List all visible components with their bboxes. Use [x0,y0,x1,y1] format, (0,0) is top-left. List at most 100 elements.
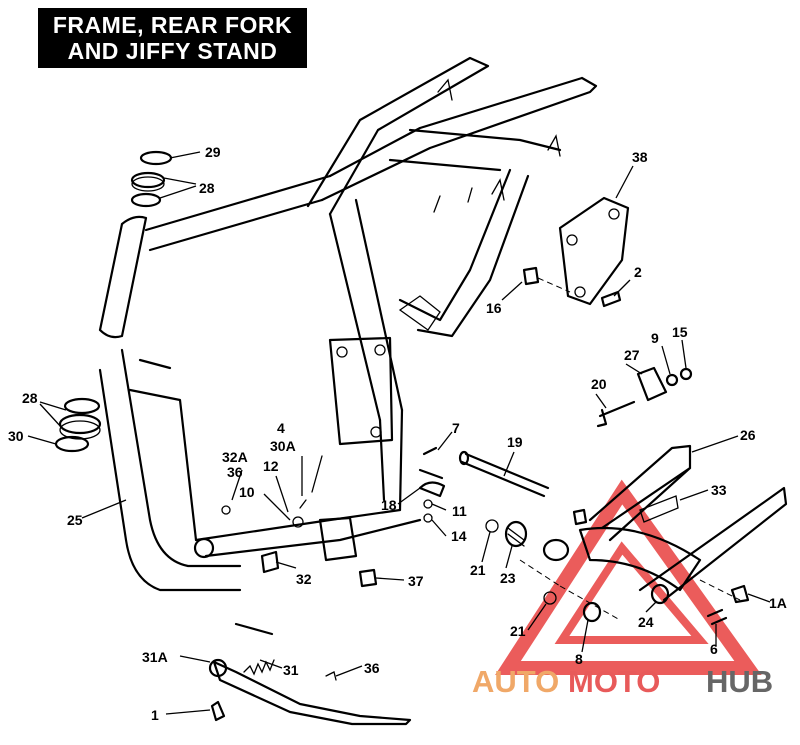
rear-down-tube [398,168,530,338]
leader-31A [179,655,211,663]
backbone-tube [144,174,332,252]
leader-16 [501,281,523,301]
leader-12 [275,475,289,513]
watermark-moto: MOTO [568,664,660,699]
callout-4: 4 [277,420,285,436]
leader-27 [625,363,643,375]
bushing-8 [582,601,602,623]
motorcycle-frame [98,56,598,592]
leader-31 [259,659,283,669]
fork-stop-block [636,366,668,402]
clip-18 [418,481,446,498]
lower-race [63,397,101,415]
callout-36-upper: 36 [227,464,243,480]
bushing-ribs [507,527,525,547]
watermark-auto: AUTO [472,664,559,699]
leader-20 [595,393,607,409]
callout-11: 11 [452,503,467,519]
screw-36 [221,505,231,515]
callout-20: 20 [591,376,607,392]
leader-26 [691,435,739,453]
leader-9 [661,345,671,375]
watermark-triangle-outer [495,479,762,675]
leader-21-upper [481,531,491,563]
callout-36-lower: 36 [364,660,380,676]
title-line-1: FRAME, REAR FORK [52,12,293,38]
callout-2: 2 [634,264,642,280]
callout-8: 8 [575,651,583,667]
bracket-spacer [522,266,540,286]
upper-rear-rail [306,56,490,216]
leader-28-lower [39,401,67,429]
callout-24: 24 [638,614,654,630]
leader-8 [581,619,589,653]
cap-1A [730,584,750,604]
washer-10 [292,516,304,528]
lower-cradle [194,508,422,558]
swingarm-assembly [418,444,788,626]
bolt-hole [336,346,348,358]
upper-dust-shield [139,150,173,166]
leader-7 [437,431,453,451]
leader-21-lower [527,603,547,631]
leader-28-top [159,177,197,199]
callout-23: 23 [500,570,516,586]
stand-leg [212,660,412,726]
callout-32: 32 [296,571,312,587]
swingarm-right-leg [638,486,788,602]
assembly-line [537,277,571,293]
callout-33: 33 [711,482,727,498]
stand-stop [325,671,337,681]
stand-clip [210,700,226,722]
lower-seal [54,435,90,453]
lower-bearing-set [54,397,102,453]
callout-28-top: 28 [199,180,215,196]
swingarm-crossbrace [578,526,702,592]
callout-21-upper: 21 [470,562,486,578]
engine-mount-plate [328,336,394,446]
callout-28-lower: 28 [22,390,38,406]
callout-30A: 30A [270,438,296,454]
callout-25: 25 [67,512,83,528]
callout-30: 30 [8,428,24,444]
washer-11 [423,499,433,509]
leader-18 [397,487,421,505]
callout-1: 1 [151,707,159,723]
frame-tabs [433,78,561,213]
shaft-end [458,450,470,466]
callout-labels: 29 28 38 2 16 9 15 27 20 28 30 7 19 26 4… [8,144,787,723]
assembly-guides [519,559,741,621]
leader-37 [375,577,405,581]
leader-32 [275,561,297,569]
callout-1A: 1A [769,595,787,611]
bolt-hole [374,344,386,356]
diagram-title: FRAME, REAR FORK AND JIFFY STAND [38,8,307,68]
side-bracket-assembly [522,196,630,308]
leader-30 [27,435,57,445]
nut-37 [358,568,378,588]
callout-19: 19 [507,434,523,450]
cradle-boss [193,537,215,559]
bracket-screw [600,290,622,308]
callout-7: 7 [452,420,460,436]
shock-mount [398,295,441,331]
upper-bearing-set [130,150,173,208]
swingarm-left-leg [588,444,692,542]
callout-31A: 31A [142,649,168,665]
callout-12: 12 [263,458,279,474]
callout-6: 6 [710,641,718,657]
callout-21-lower: 21 [510,623,526,639]
leader-36-lower [335,665,363,677]
title-line-2: AND JIFFY STAND [67,38,278,64]
leader-29 [169,151,201,159]
stand-spring-hook [234,622,274,636]
bracket-hole [608,208,620,220]
stand-bracket-32 [260,550,280,574]
pivot-shaft [460,452,550,498]
callout-37: 37 [408,573,424,589]
ring-21 [485,519,499,533]
rear-cradle-tube [378,408,404,512]
washer [665,373,679,387]
pivot-bracket [318,516,358,562]
